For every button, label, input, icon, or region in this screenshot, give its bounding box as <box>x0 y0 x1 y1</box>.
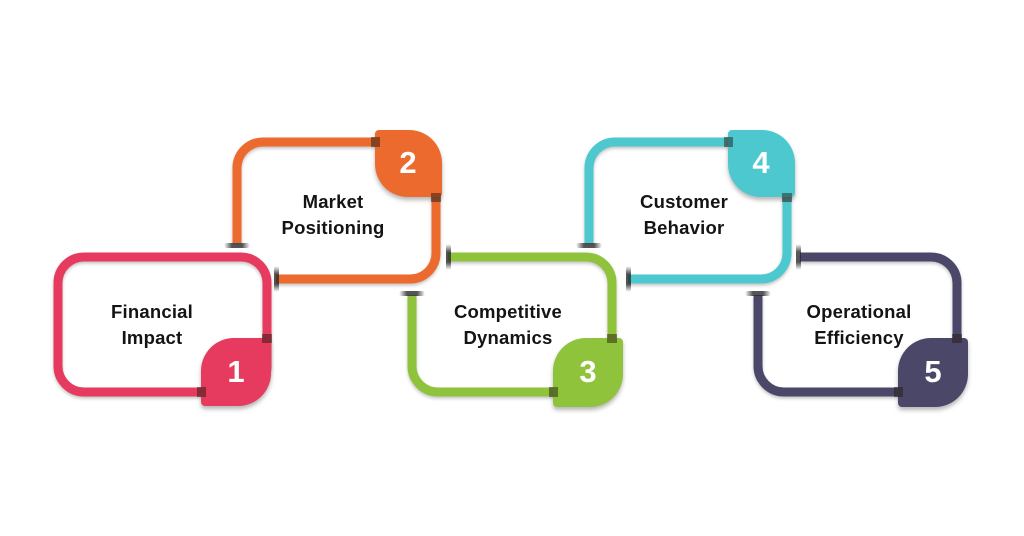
box-label-customer-behavior: Customer Behavior <box>574 189 794 241</box>
line-end-cap <box>745 291 771 296</box>
line-end-cap <box>399 291 425 296</box>
line-end-cap <box>576 243 602 248</box>
box-label-line: Customer <box>640 191 728 212</box>
badge-notch <box>197 387 206 397</box>
badge-notch <box>371 137 380 147</box>
badge-notch <box>724 137 733 147</box>
box-label-line: Financial <box>111 301 193 322</box>
box-label-competitive-dynamics: Competitive Dynamics <box>398 299 618 351</box>
number-badge-shape <box>898 338 968 407</box>
badge-notch <box>431 193 441 202</box>
box-label-line: Operational <box>806 301 912 322</box>
line-end-cap <box>274 266 279 292</box>
line-end-cap <box>446 244 451 270</box>
box-label-line: Efficiency <box>814 327 904 348</box>
box-label-operational-efficiency: Operational Efficiency <box>749 299 969 351</box>
box-competitive-dynamics-graphic <box>399 244 623 407</box>
badge-number-5: 5 <box>924 354 942 389</box>
badge-notch <box>894 387 903 397</box>
badge-number-1: 1 <box>227 354 245 389</box>
box-label-line: Behavior <box>643 217 725 238</box>
line-end-cap <box>796 244 801 270</box>
number-badge-shape <box>201 338 271 406</box>
box-label-line: Market <box>302 191 364 212</box>
box-label-financial-impact: Financial Impact <box>42 299 262 351</box>
box-operational-efficiency-graphic <box>745 244 968 407</box>
badge-notch <box>262 334 272 343</box>
box-label-line: Impact <box>121 327 183 348</box>
badge-notch <box>782 193 792 202</box>
box-label-line: Positioning <box>281 217 385 238</box>
box-market-positioning-graphic <box>224 130 442 292</box>
number-badge-shape <box>553 338 623 407</box>
badge-number-4: 4 <box>752 145 770 180</box>
number-badge-shape <box>375 130 442 197</box>
line-end-cap <box>626 266 631 292</box>
badge-number-2: 2 <box>399 145 417 180</box>
box-label-line: Competitive <box>453 301 563 322</box>
box-customer-behavior-graphic <box>576 130 795 292</box>
badge-notch <box>549 387 558 397</box>
box-label-line: Dynamics <box>463 327 553 348</box>
badge-number-3: 3 <box>579 354 597 389</box>
badge-notch <box>952 334 962 343</box>
box-label-market-positioning: Market Positioning <box>223 189 443 241</box>
badge-notch <box>607 334 617 343</box>
line-end-cap <box>224 243 250 248</box>
number-badge-shape <box>728 130 795 197</box>
box-financial-impact-graphic <box>53 252 272 406</box>
